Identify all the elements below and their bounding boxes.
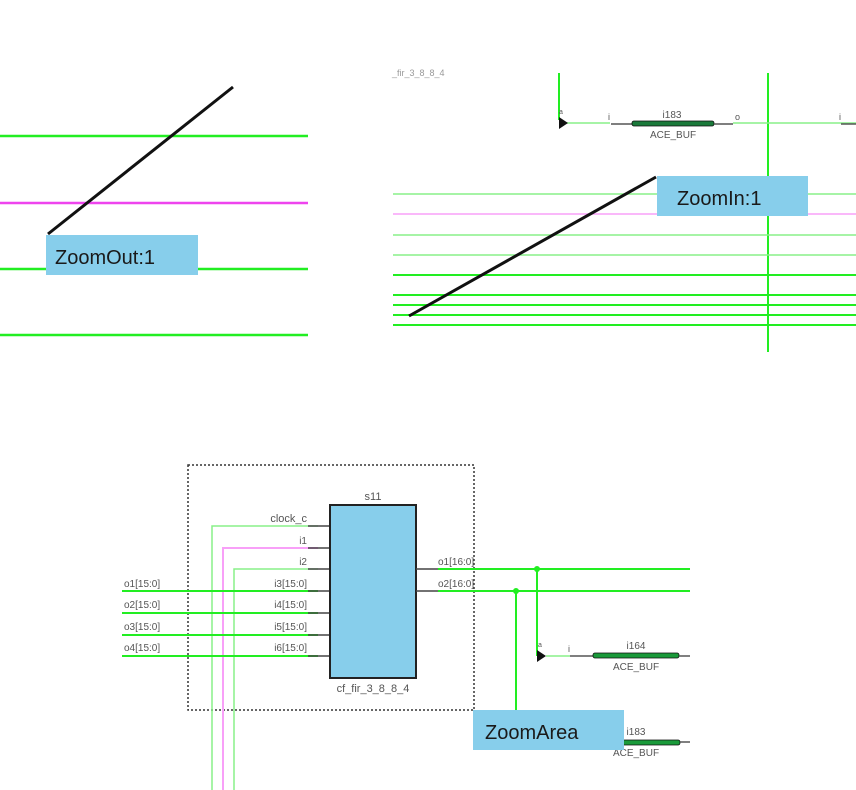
pin-label: i [608, 112, 610, 122]
wire [233, 568, 318, 790]
port-arrow-icon [559, 117, 568, 129]
zoom-area-callout [473, 710, 624, 750]
pin-label: o1[16:0] [438, 557, 474, 568]
block-instance: s11 [365, 491, 382, 503]
zoom-out-callout-text: ZoomOut:1 [55, 247, 155, 269]
zoom-area-panel: o1[15:0] o2[15:0] o3[15:0] o4[15:0] s11 … [122, 464, 690, 790]
block-s11[interactable] [329, 504, 417, 679]
port-mark: a [559, 109, 563, 116]
zoom-area-callout-text: ZoomArea [485, 722, 579, 744]
buffer-instance: i183 [663, 110, 682, 121]
pin-label: o [735, 112, 740, 122]
gesture-stroke [408, 175, 657, 318]
clipped-label: _fir_3_8_8_4 [391, 68, 445, 78]
net-label: o3[15:0] [124, 622, 160, 633]
pin-label: i6[15:0] [274, 643, 307, 654]
net-label: o2[15:0] [124, 600, 160, 611]
pin-label: i5[15:0] [274, 622, 307, 633]
net-label: o1[15:0] [124, 579, 160, 590]
buffer-body[interactable] [592, 652, 680, 659]
wire [211, 525, 318, 790]
port-arrow-icon [537, 650, 546, 662]
buffer-instance: i164 [627, 641, 646, 652]
pin-label: i4[15:0] [274, 600, 307, 611]
zoom-out-panel: ZoomOut:1 [0, 85, 308, 337]
pin-label: i [568, 644, 570, 654]
pin-label: i2 [299, 557, 307, 568]
buffer-type: ACE_BUF [650, 130, 696, 141]
zoom-in-panel: _fir_3_8_8_4 a i o i183 ACE_BUF i ZoomIn… [391, 68, 856, 352]
buffer-instance: i183 [627, 727, 646, 738]
pin-label: clock_c [270, 513, 307, 525]
zoom-out-callout [46, 235, 198, 275]
pin-label: o2[16:0] [438, 579, 474, 590]
pin-label: i1 [299, 536, 307, 547]
block-type: cf_fir_3_8_8_4 [337, 683, 410, 695]
wire [222, 547, 318, 790]
zoom-in-callout-text: ZoomIn:1 [677, 188, 761, 210]
selection-rectangle [187, 464, 475, 711]
net-label: o4[15:0] [124, 643, 160, 654]
pin-label: i3[15:0] [274, 579, 307, 590]
buffer-type: ACE_BUF [613, 662, 659, 673]
port-mark: a [538, 642, 542, 649]
zoom-in-callout [657, 176, 808, 216]
buffer-body [631, 120, 715, 127]
gesture-stroke [47, 85, 234, 236]
buffer-type: ACE_BUF [613, 748, 659, 759]
pin-label: i [839, 112, 841, 122]
